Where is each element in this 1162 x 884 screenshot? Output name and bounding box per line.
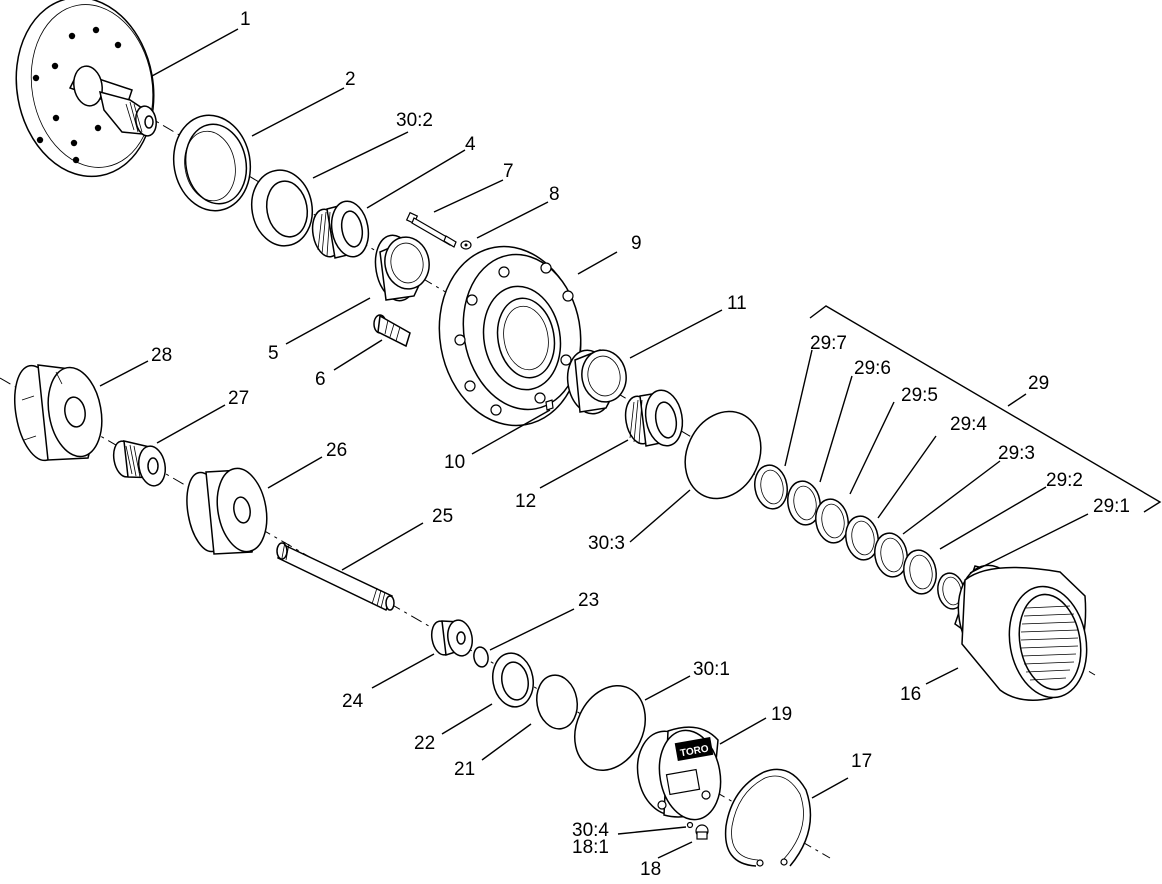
callout-29-7: 29:7 (810, 333, 847, 354)
part-23-snap-ring (473, 646, 489, 668)
callout-29: 29 (1028, 373, 1049, 394)
callout-18: 18 (640, 859, 661, 880)
part-26-carrier (186, 467, 268, 555)
part-29-6-shim (787, 480, 821, 526)
part-9-hub (438, 245, 582, 427)
cover-logo: TORO (674, 737, 714, 761)
callout-12: 12 (515, 491, 536, 512)
callout-30-2: 30:2 (396, 110, 433, 131)
part-11-bearing-cup (566, 349, 627, 415)
callout-21: 21 (454, 759, 475, 780)
callout-5: 5 (268, 343, 279, 364)
part-1-spindle-flange (15, 0, 157, 178)
part-28-carrier (14, 364, 103, 462)
callout-18-1: 18:1 (572, 837, 609, 858)
leader-lines (99, 28, 1089, 859)
part-25-shaft (276, 541, 395, 612)
callout-2: 2 (345, 69, 356, 90)
callout-29-5: 29:5 (901, 385, 938, 406)
callout-8: 8 (549, 184, 560, 205)
part-16-ring-gear (954, 564, 1088, 701)
part-10-pin (545, 399, 554, 411)
part-22-thrust-washer (492, 652, 534, 708)
part-29-bracket (809, 305, 1162, 513)
callout-19: 19 (771, 704, 792, 725)
part-29-5-shim (815, 498, 849, 544)
callout-24: 24 (342, 691, 364, 712)
part-24-sun-gear (430, 619, 473, 657)
part-5-bearing-cup (374, 234, 430, 302)
callout-6: 6 (315, 369, 326, 390)
part-19-cover: TORO (636, 726, 722, 821)
callout-30-4: 30:4 (572, 820, 609, 841)
callout-22: 22 (414, 733, 435, 754)
callout-29-6: 29:6 (854, 358, 891, 379)
part-18-plug (695, 824, 709, 840)
callout-27: 27 (228, 388, 249, 409)
callout-29-4: 29:4 (950, 414, 987, 435)
callout-labels: 1 2 30:2 4 7 8 9 5 6 11 10 12 28 27 26 2… (151, 9, 1130, 880)
part-30-2-washer (250, 169, 314, 247)
cover-logo-text: TORO (679, 744, 709, 760)
part-30-3-oring (684, 410, 762, 500)
part-29-2-shim (903, 549, 937, 595)
part-7-bolt (405, 211, 457, 248)
callout-23: 23 (578, 590, 599, 611)
part-30-4-small-oring (686, 821, 694, 829)
part-29-7-shim (754, 464, 788, 510)
part-29-shim-stack (754, 464, 965, 610)
callout-28: 28 (151, 345, 172, 366)
part-12-bearing (624, 389, 684, 447)
part-27-gear (112, 440, 167, 487)
callout-25: 25 (432, 506, 453, 527)
callout-26: 26 (326, 440, 347, 461)
part-2-seal (172, 114, 252, 212)
part-29-3-shim (874, 532, 908, 578)
callout-10: 10 (444, 452, 465, 473)
callout-4: 4 (465, 134, 476, 155)
part-29-4-shim (845, 515, 879, 561)
callout-29-1: 29:1 (1093, 496, 1130, 517)
part-17-retaining-ring (724, 768, 812, 867)
callout-29-3: 29:3 (998, 443, 1035, 464)
part-6-stud (373, 314, 411, 348)
callout-7: 7 (503, 161, 514, 182)
callout-11: 11 (727, 293, 747, 314)
part-4-bearing (311, 200, 370, 259)
part-21-disc (536, 674, 578, 730)
part-8-nut (460, 240, 472, 250)
part-30-1-oring (574, 685, 646, 771)
callout-17: 17 (851, 751, 872, 772)
callout-16: 16 (900, 684, 921, 705)
callout-1: 1 (240, 9, 251, 30)
callout-30-3: 30:3 (588, 533, 625, 554)
callout-9: 9 (631, 233, 642, 254)
callout-29-2: 29:2 (1046, 470, 1083, 491)
callout-30-1: 30:1 (693, 659, 730, 680)
